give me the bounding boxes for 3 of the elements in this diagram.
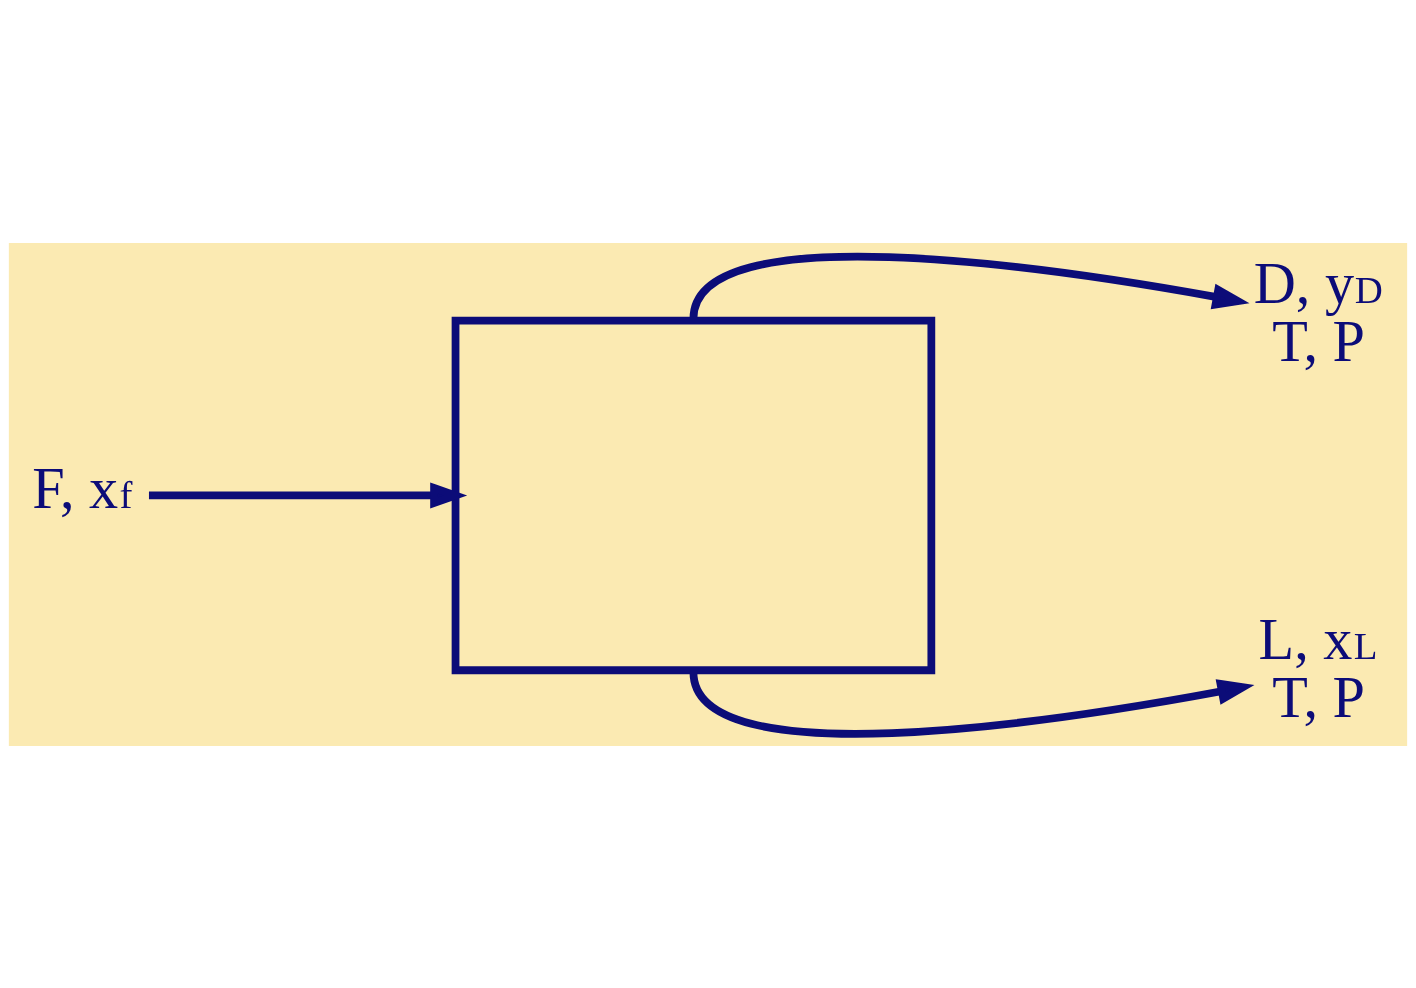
node-text: L, xL T, P: [1258, 606, 1378, 730]
node-text: F, xf: [32, 455, 133, 521]
node-text: D, yD T, P: [1253, 250, 1383, 374]
